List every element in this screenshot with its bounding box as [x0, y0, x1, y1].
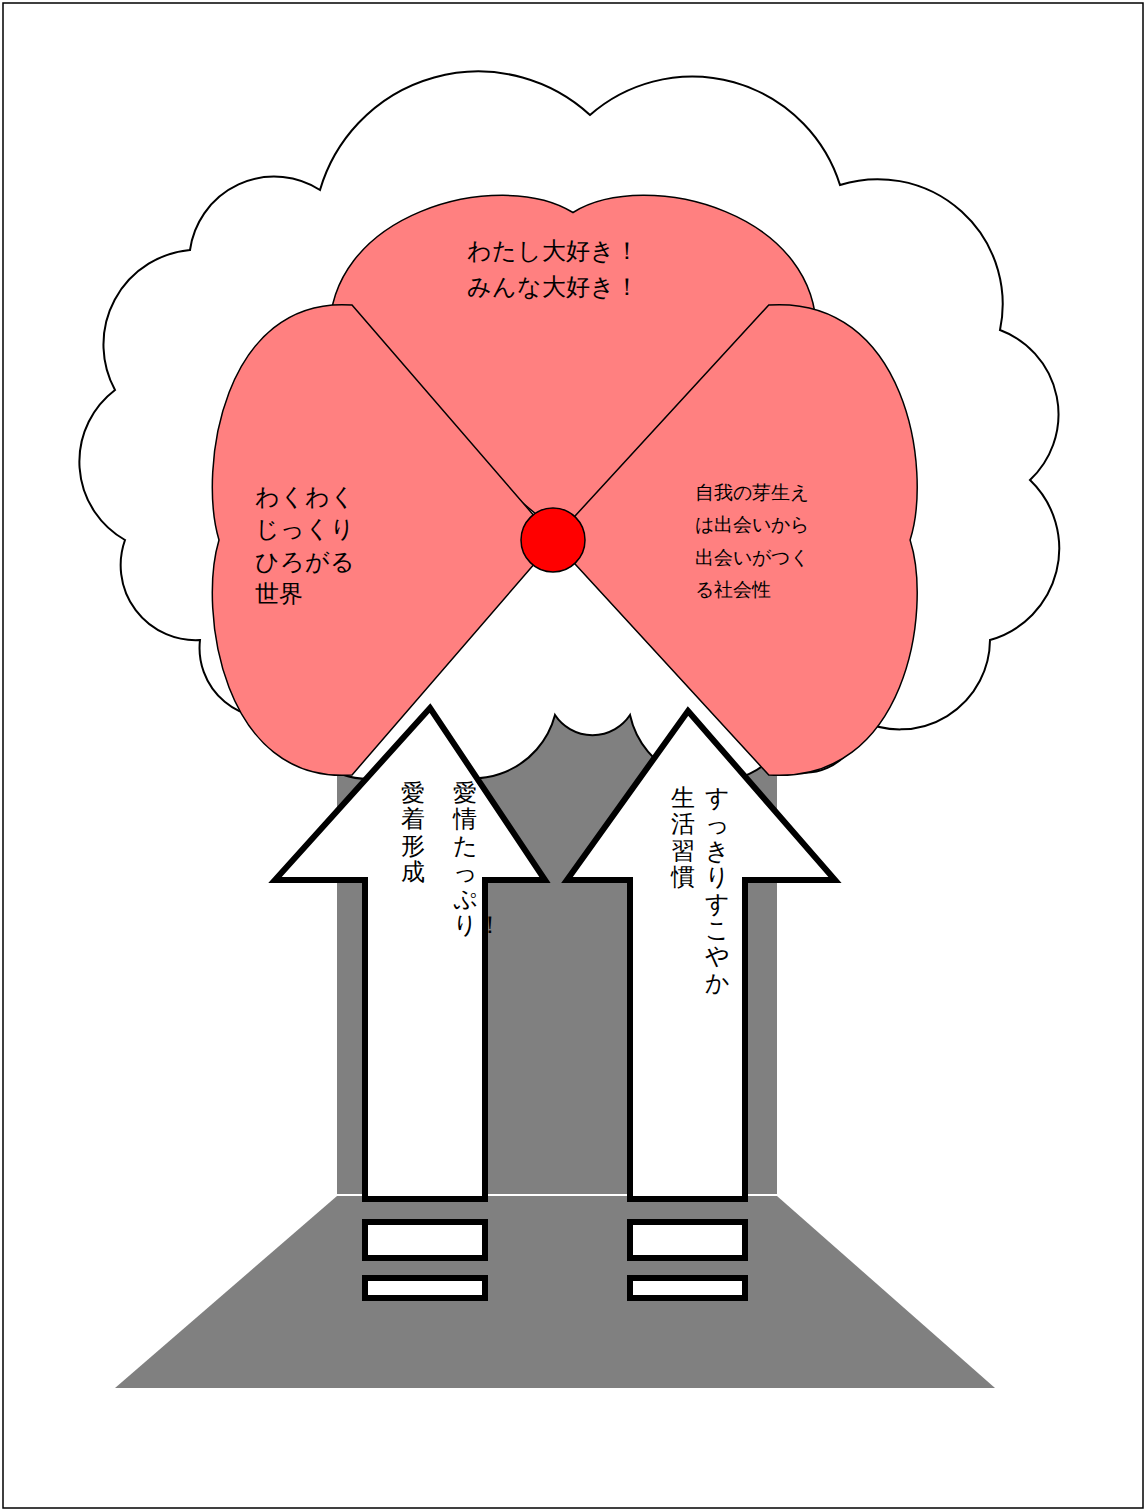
- vertical-column: すっきりすこやか: [705, 785, 729, 996]
- heart-shape: [553, 305, 917, 776]
- ground: [115, 1196, 995, 1388]
- heart-outline: [553, 305, 925, 775]
- heart-petal: 自我の芽生え は出会いから 出会いがつく る社会性: [553, 305, 925, 775]
- arrow-tail-bar: [630, 1222, 745, 1258]
- arrow-tail-bar: [365, 1278, 485, 1298]
- petal-text: わくわく じっくり ひろがる 世界: [255, 481, 375, 611]
- arrow-shape: [275, 708, 545, 1199]
- vertical-column: 愛情たっぷり！: [453, 780, 477, 938]
- vertical-column: 生活習慣: [671, 785, 695, 891]
- up-arrow: すっきりすこやか生活習慣: [564, 708, 838, 1202]
- arrow-shape: [567, 711, 835, 1199]
- heart-petal: わくわく じっくり ひろがる 世界: [205, 305, 555, 775]
- vertical-column: 愛着形成: [401, 780, 425, 886]
- tree-canopy: [79, 71, 1059, 781]
- up-arrow: 愛情たっぷり！ 愛着形成: [272, 705, 548, 1202]
- page-frame: [3, 3, 1143, 1508]
- arrow-text: すっきりすこやか生活習慣: [671, 785, 729, 996]
- petal-text: わたし大好き！ みんな大好き！: [398, 233, 708, 305]
- arrow-outline: [564, 708, 838, 1202]
- arrow-text: 愛情たっぷり！ 愛着形成: [401, 780, 477, 938]
- arrow-tail-bar: [630, 1278, 745, 1298]
- heart-shape: [212, 305, 555, 776]
- arrow-tail-bar: [365, 1222, 485, 1258]
- center-dot: [521, 508, 585, 572]
- petal-text: 自我の芽生え は出会いから 出会いがつく る社会性: [695, 476, 827, 605]
